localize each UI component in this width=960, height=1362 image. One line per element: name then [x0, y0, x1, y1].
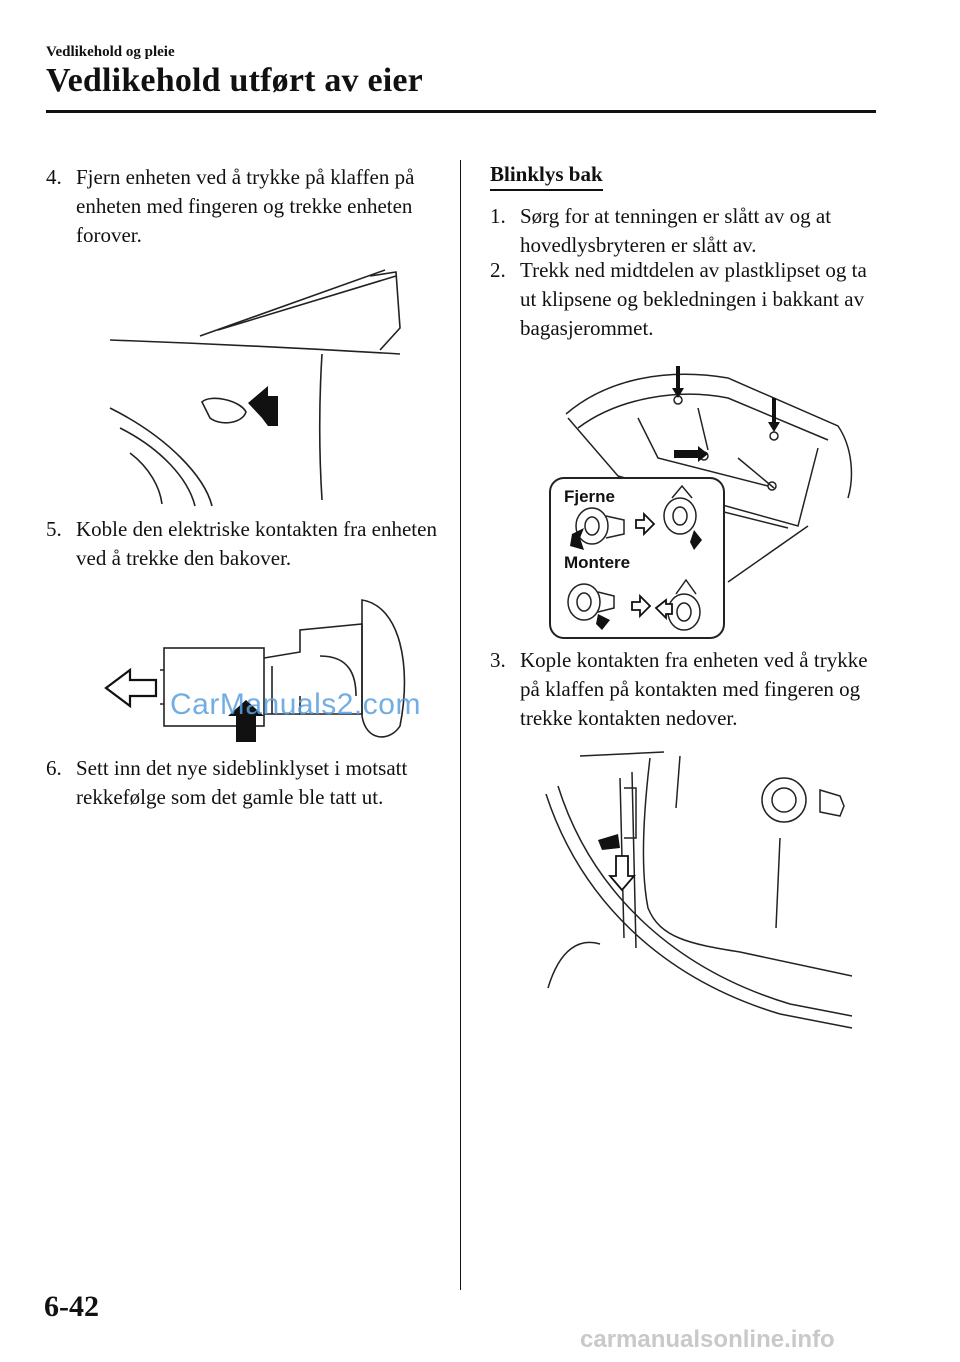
figure-trunk-clips: Fjerne Montere — [548, 358, 858, 640]
step-text: Sørg for at tenningen er slått av og at … — [520, 204, 832, 257]
step-number: 1. — [490, 204, 506, 228]
step-number: 2. — [490, 258, 506, 282]
figure-connector-disconnect — [100, 596, 412, 746]
step-number: 3. — [490, 648, 506, 672]
arrow-down-icon — [608, 855, 636, 892]
step-text: Kople kontakten fra enheten ved å trykke… — [520, 648, 868, 730]
page-title: Vedlikehold utført av eier — [46, 62, 423, 99]
step-2: 2. Trekk ned midtdelen av plastklipset o… — [490, 256, 885, 343]
figure-side-marker-removal — [100, 268, 410, 508]
step-text: Koble den elektriske kontakten fra enhet… — [76, 517, 437, 570]
page-number: 6-42 — [44, 1290, 99, 1323]
step-number: 5. — [46, 517, 62, 541]
step-5: 5. Koble den elektriske kontakten fra en… — [46, 515, 446, 573]
subsection-heading: Blinklys bak — [490, 162, 603, 191]
column-divider — [460, 160, 461, 1290]
section-label: Vedlikehold og pleie — [46, 44, 175, 60]
step-4: 4. Fjern enheten ved å trykke på klaffen… — [46, 163, 446, 250]
step-number: 6. — [46, 756, 62, 780]
push-arrow-icon — [248, 386, 278, 426]
step-1: 1. Sørg for at tenningen er slått av og … — [490, 202, 885, 260]
pull-arrow-icon — [104, 667, 158, 709]
clip-inset: Fjerne Montere — [549, 477, 725, 639]
figure-rear-lamp-connector — [540, 748, 858, 1034]
title-rule — [46, 110, 876, 113]
site-footer: carmanualsonline.info — [580, 1326, 835, 1353]
watermark: CarManuals2.com — [170, 688, 421, 721]
clip-label-remove: Fjerne — [564, 487, 615, 506]
push-arrow-icon — [654, 598, 673, 621]
press-arrow-icon — [570, 528, 702, 630]
press-arrow-icon — [228, 700, 264, 742]
press-arrow-icon — [598, 834, 620, 850]
clip-label-install: Montere — [564, 553, 630, 572]
step-text: Fjern enheten ved å trykke på klaffen på… — [76, 165, 415, 247]
step-text: Sett inn det nye sideblinklyset i motsat… — [76, 756, 408, 809]
arrow-right-icon — [631, 511, 656, 619]
step-text: Trekk ned midtdelen av plastklipset og t… — [520, 258, 867, 340]
step-number: 4. — [46, 165, 62, 189]
step-3: 3. Kople kontakten fra enheten ved å try… — [490, 646, 885, 733]
step-6: 6. Sett inn det nye sideblinklyset i mot… — [46, 754, 446, 812]
